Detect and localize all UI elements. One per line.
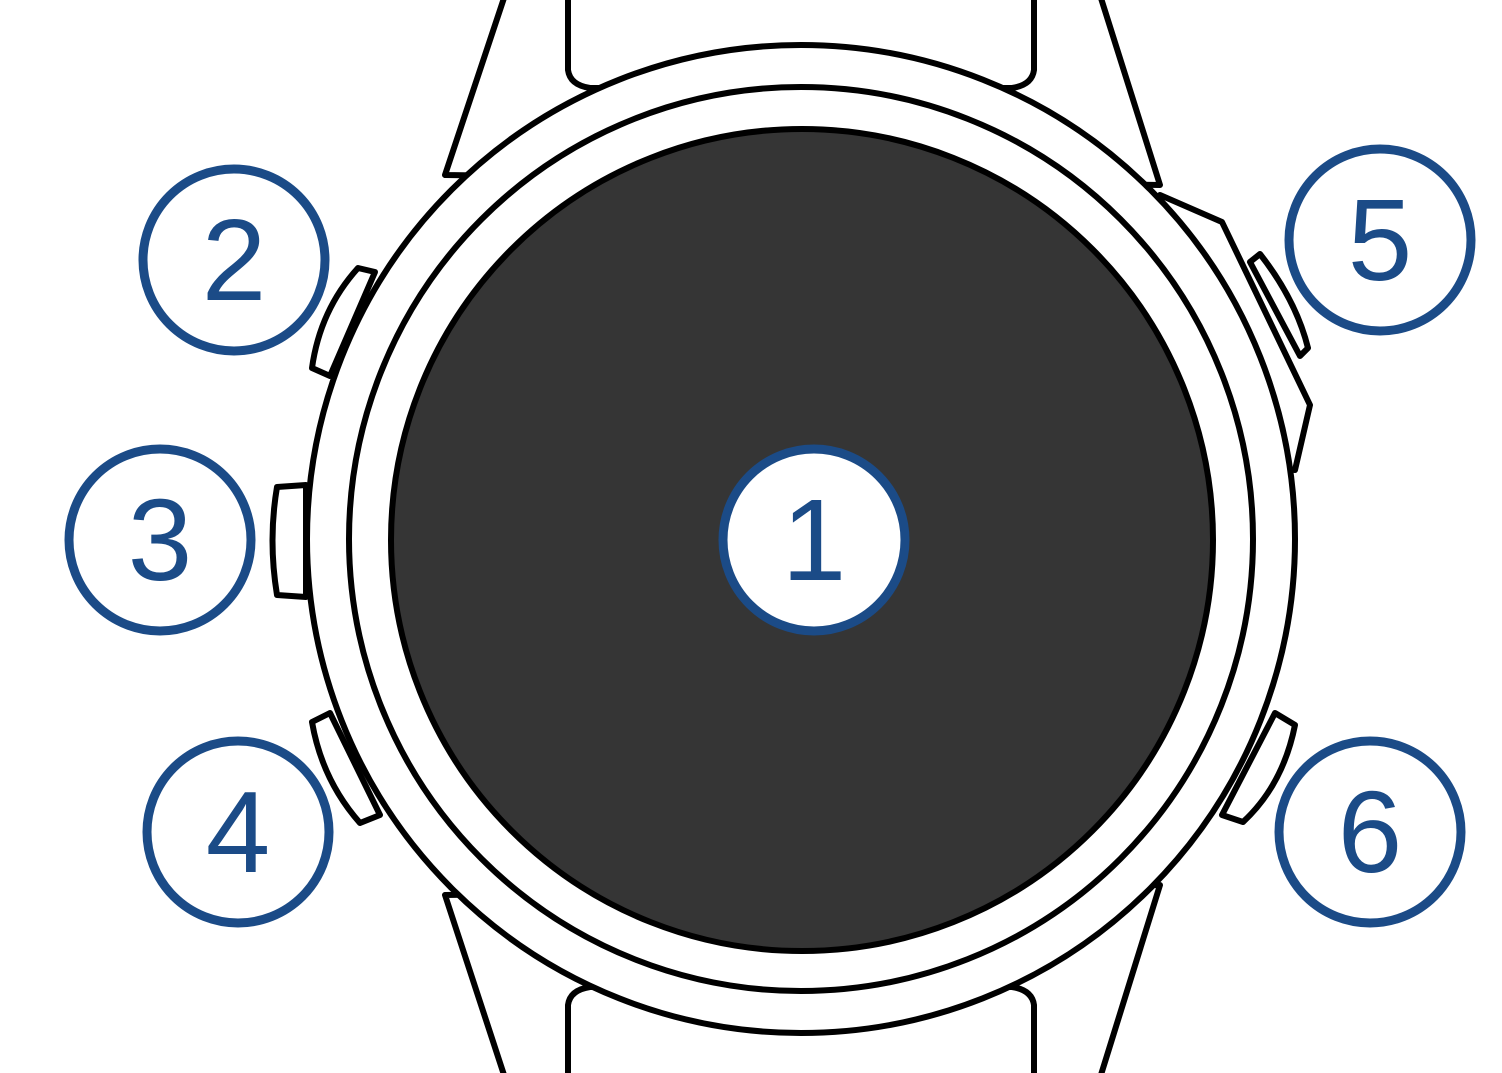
callout-4: 4 xyxy=(142,736,334,928)
upper-left-button[interactable] xyxy=(309,265,378,379)
callout-5-ring xyxy=(1284,144,1476,336)
callout-3-ring xyxy=(64,444,256,636)
callout-2-number: 2 xyxy=(202,195,267,325)
callout-3: 3 xyxy=(64,444,256,636)
callout-1-number: 1 xyxy=(782,475,847,605)
callout-4-number: 4 xyxy=(206,767,271,897)
callout-3-number: 3 xyxy=(128,475,193,605)
callout-1-ring xyxy=(718,444,910,636)
callout-4-ring xyxy=(142,736,334,928)
callout-6-ring xyxy=(1274,736,1466,928)
middle-left-button[interactable] xyxy=(269,482,309,600)
callout-5: 5 xyxy=(1284,144,1476,336)
callout-6: 6 xyxy=(1274,736,1466,928)
lower-left-button[interactable] xyxy=(309,710,383,826)
lower-right-button[interactable] xyxy=(1219,710,1298,825)
callout-2-ring xyxy=(138,164,330,356)
upper-right-button[interactable] xyxy=(1247,251,1311,359)
callout-6-number: 6 xyxy=(1338,767,1403,897)
callout-2: 2 xyxy=(138,164,330,356)
callout-1: 1 xyxy=(718,444,910,636)
callout-5-number: 5 xyxy=(1348,175,1413,305)
